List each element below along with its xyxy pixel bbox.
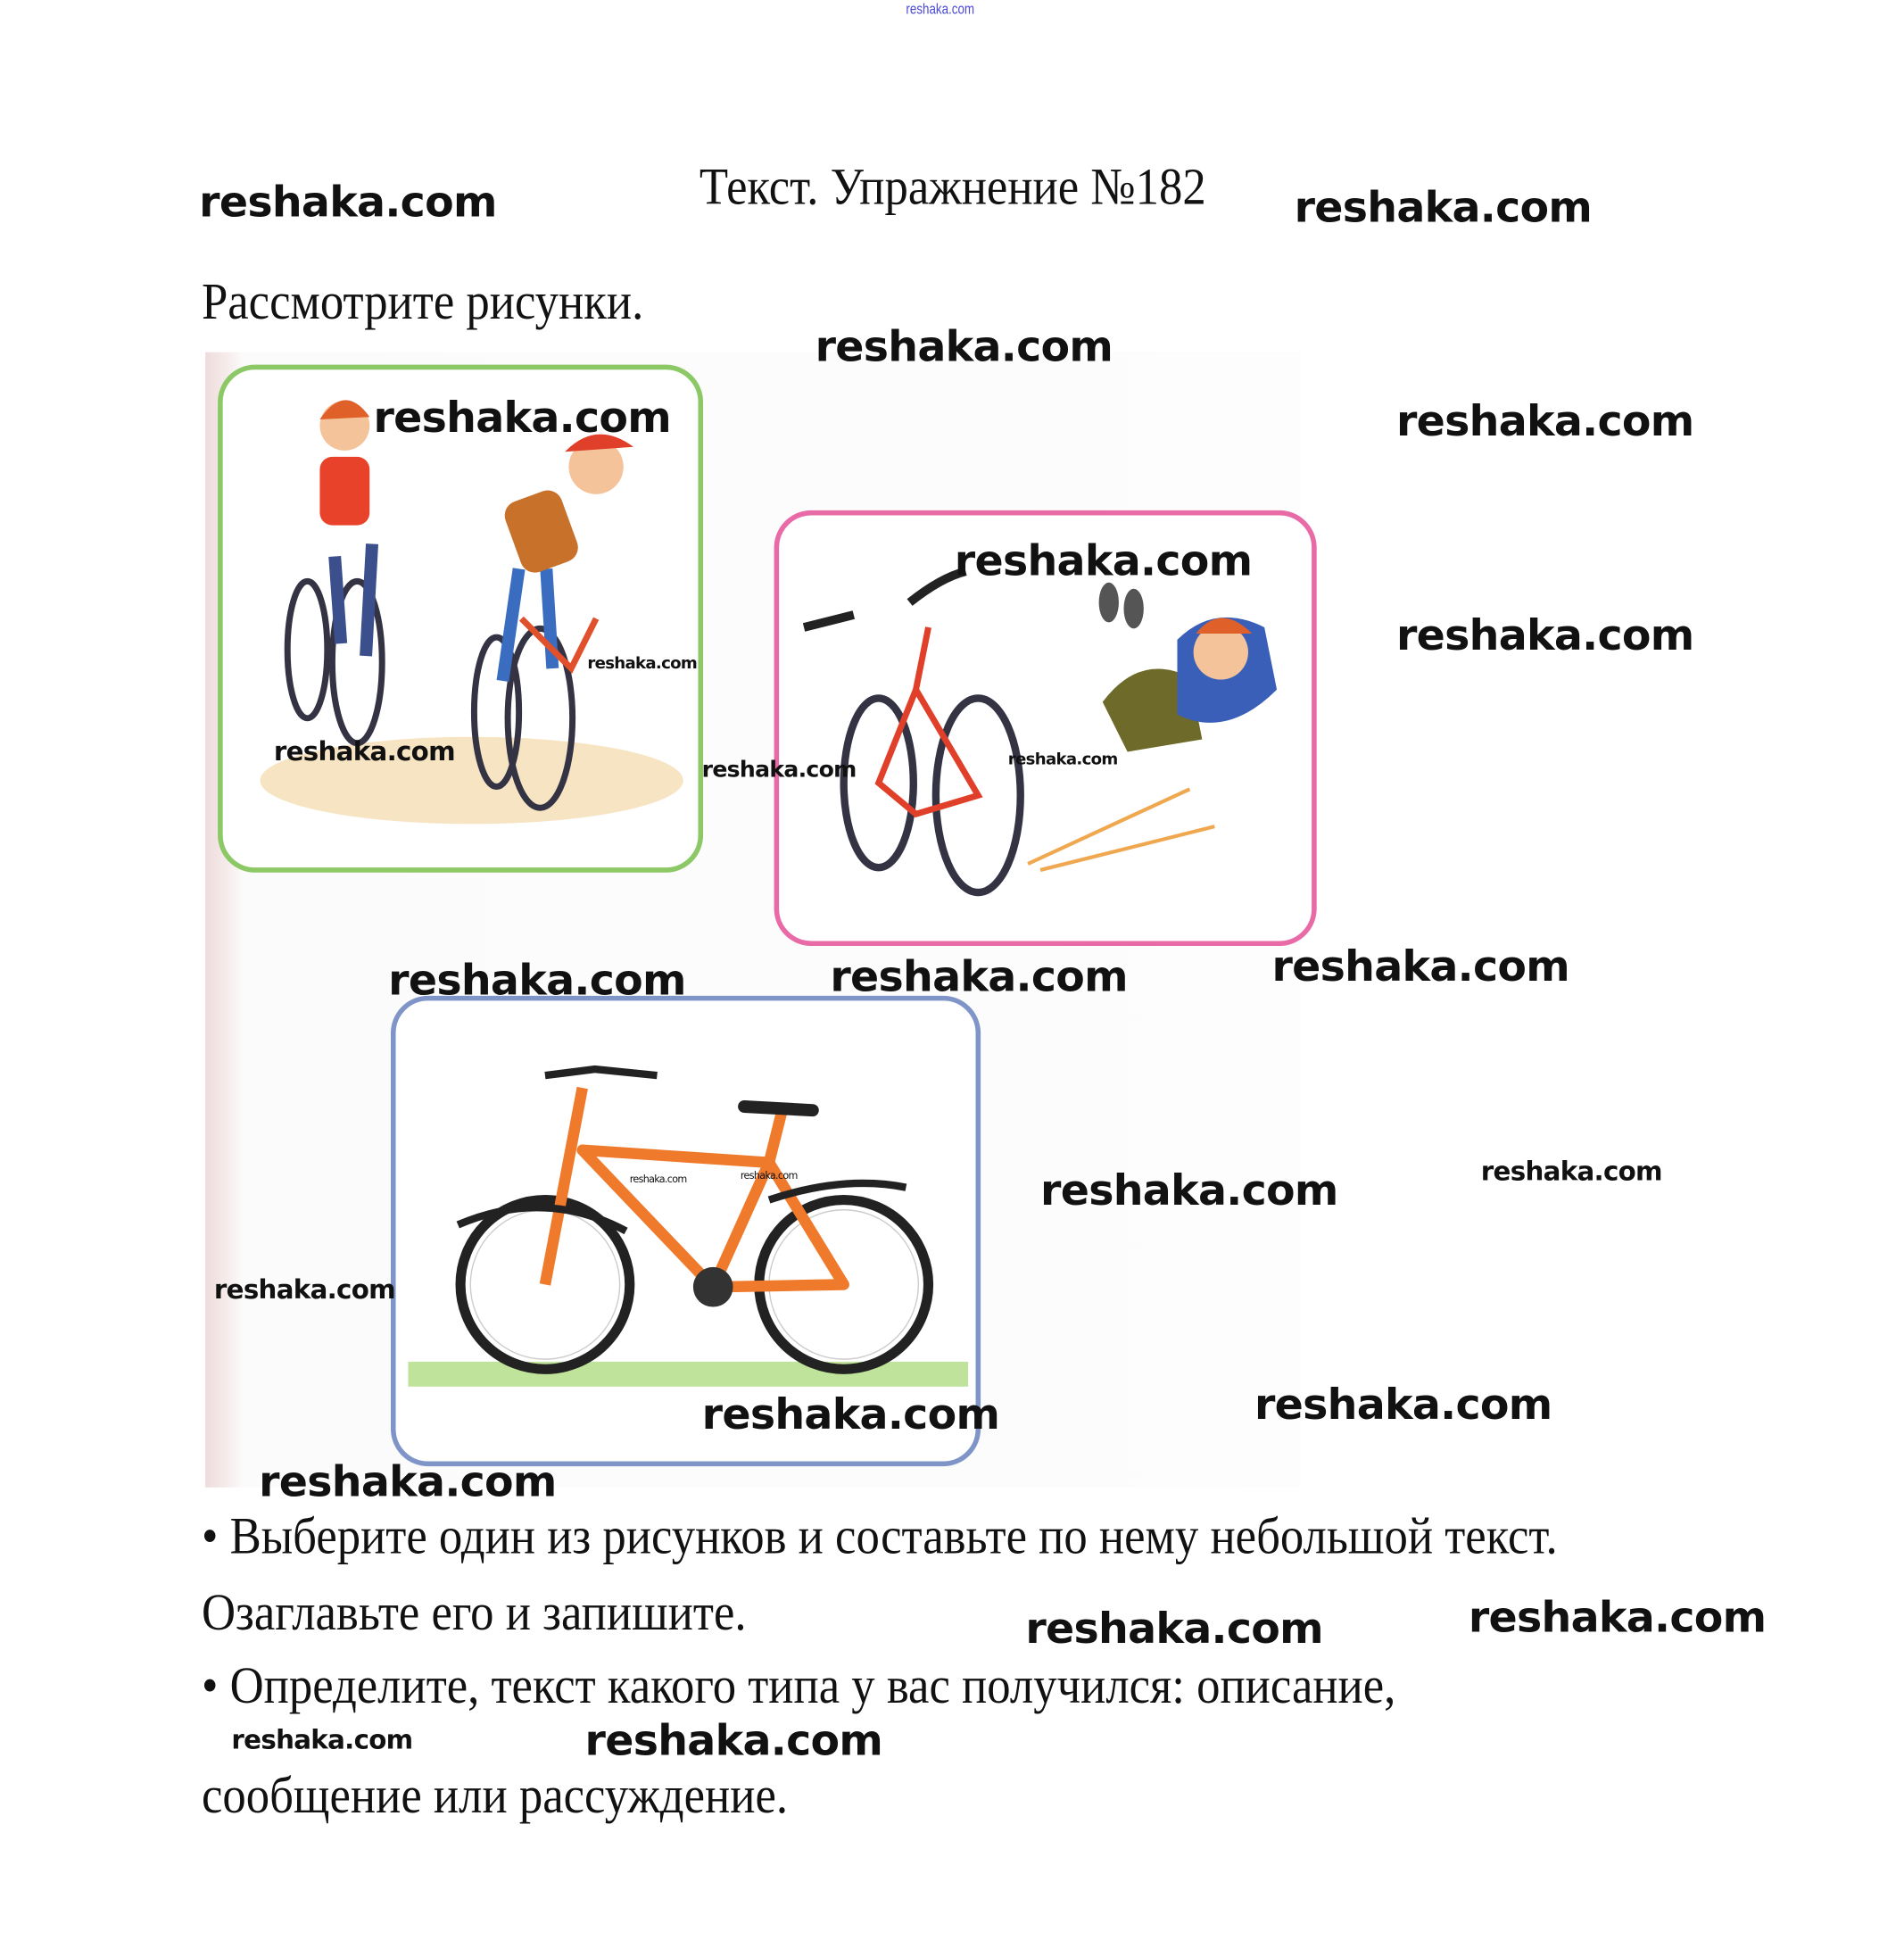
bullet-2: • Определите, текст какого типа у вас по… (201, 1657, 1396, 1716)
watermark: reshaka.com (1294, 183, 1593, 233)
picture-boys-riding (218, 364, 704, 873)
watermark: reshaka.com (629, 1173, 687, 1185)
watermark: reshaka.com (815, 322, 1113, 373)
watermark: reshaka.com (830, 952, 1128, 1002)
watermark: reshaka.com (231, 1725, 413, 1755)
watermark: reshaka.com (1271, 941, 1570, 992)
instruction-text: Рассмотрите рисунки. (201, 273, 644, 332)
picture-bicycle (390, 995, 981, 1467)
boys-riding-illustration (260, 400, 683, 825)
page-title: Текст. Упражнение №182 (699, 159, 1206, 217)
boy-falling-illustration (802, 567, 1278, 897)
bicycle-illustration (408, 1065, 969, 1387)
bullet-2-continuation: сообщение или рассуждение. (201, 1767, 789, 1825)
picture-boy-falling (774, 510, 1317, 947)
watermark: reshaka.com (954, 536, 1253, 586)
bicycle-icon (455, 1065, 934, 1374)
watermark: reshaka.com (213, 1274, 396, 1305)
watermark: reshaka.com (1468, 1593, 1767, 1644)
bicycle-icon (840, 694, 1024, 897)
watermark: reshaka.com (701, 1389, 1000, 1440)
bullet-1: • Выберите один из рисунков и составьте … (201, 1508, 1558, 1566)
watermark: reshaka.com (1007, 750, 1119, 769)
watermark: reshaka.com (1395, 396, 1694, 447)
watermark: reshaka.com (1025, 1604, 1323, 1654)
watermark: reshaka.com (584, 1716, 883, 1767)
watermark: reshaka.com (388, 956, 686, 1006)
watermark: reshaka.com (1480, 1156, 1663, 1187)
watermark: reshaka.com (273, 736, 456, 767)
header-watermark: reshaka.com (906, 0, 975, 18)
watermark: reshaka.com (373, 393, 671, 444)
watermark: reshaka.com (199, 178, 497, 228)
bicycle-icon (284, 577, 576, 811)
watermark: reshaka.com (740, 1170, 798, 1182)
watermark: reshaka.com (701, 757, 857, 784)
watermark: reshaka.com (259, 1457, 557, 1508)
watermark: reshaka.com (1254, 1380, 1552, 1430)
watermark: reshaka.com (1395, 610, 1694, 661)
watermark: reshaka.com (587, 654, 698, 674)
bullet-1-continuation: Озаглавьте его и запишите. (201, 1584, 747, 1642)
watermark: reshaka.com (1040, 1165, 1338, 1216)
